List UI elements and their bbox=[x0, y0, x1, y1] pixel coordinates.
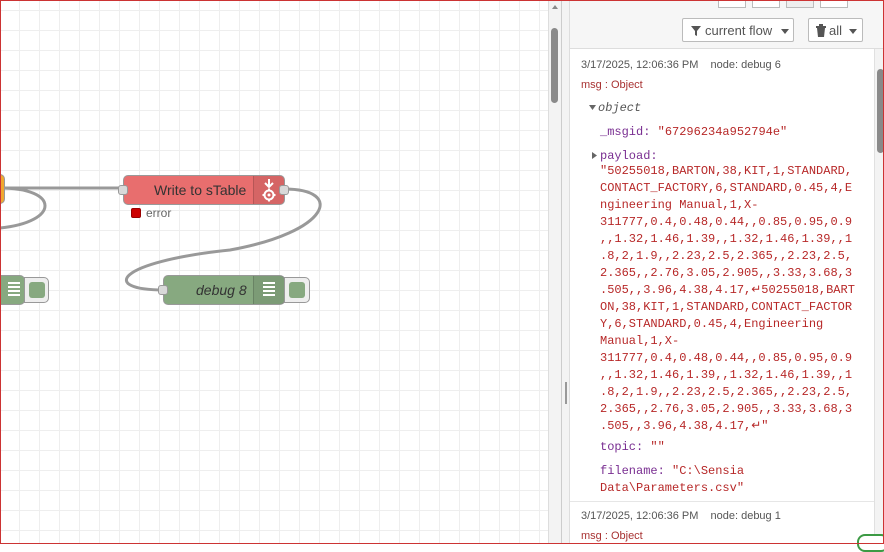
msgid-row: _msgid: "67296234a952794e" bbox=[600, 125, 787, 139]
payload-line: 311777,0.4,0.48,0.44,,0.85,0.95,0.9 bbox=[600, 351, 853, 365]
message-meta: 3/17/2025, 12:06:36 PM node: debug 1 bbox=[581, 510, 781, 522]
payload-line: 311777,0.4,0.48,0.44,,0.85,0.95,0.9 bbox=[600, 215, 853, 229]
chevron-down-icon bbox=[781, 29, 789, 34]
sidebar-tab[interactable] bbox=[752, 0, 780, 8]
write-node-input-port[interactable] bbox=[118, 185, 128, 195]
filename-value[interactable]: "C:\Sensia bbox=[672, 464, 745, 478]
error-status-dot bbox=[131, 208, 141, 218]
topic-row: topic: "" bbox=[600, 440, 665, 454]
sidebar-splitter[interactable] bbox=[561, 0, 570, 544]
caret-down-icon bbox=[589, 105, 596, 110]
write-to-stable-node[interactable]: Write to sTable bbox=[123, 175, 285, 205]
message-node-link[interactable]: node: debug 1 bbox=[710, 510, 781, 522]
clear-label: all bbox=[829, 23, 843, 38]
flow-canvas[interactable]: Write to sTable error debug bbox=[0, 0, 548, 544]
filename-row: filename: "C:\Sensia Data\Parameters.csv… bbox=[600, 463, 744, 497]
sidebar-scroll-thumb[interactable] bbox=[877, 69, 884, 153]
debug-node-label: debug 8 bbox=[196, 282, 247, 298]
payload-line: .8,2,1.9,,2.23,2.5,2.365,,2.23,2.5, bbox=[600, 249, 853, 263]
debug-toolbar: current flow all bbox=[570, 0, 884, 49]
payload-line: Y,6,STANDARD,0.45,4,Engineering bbox=[600, 317, 824, 331]
list-icon bbox=[263, 282, 275, 298]
message-divider bbox=[570, 501, 874, 502]
sidebar-tab[interactable] bbox=[718, 0, 746, 8]
topic-key: topic: bbox=[600, 440, 644, 454]
topic-value[interactable]: "" bbox=[650, 440, 665, 454]
scroll-up-arrow-icon[interactable] bbox=[549, 0, 561, 12]
payload-line: CONTACT_FACTORY,6,STANDARD,0.45,4,E bbox=[600, 181, 853, 195]
filter-current-flow-dropdown[interactable]: current flow bbox=[682, 18, 794, 42]
object-label: object bbox=[598, 101, 642, 115]
debug-8-node[interactable]: debug 8 bbox=[163, 275, 285, 305]
filter-label: current flow bbox=[705, 23, 773, 38]
payload-line: "50255018,BARTON,38,KIT,1,STANDARD, bbox=[600, 164, 853, 178]
sidebar-tab-active[interactable] bbox=[786, 0, 814, 8]
trash-icon bbox=[816, 24, 826, 37]
message-meta: 3/17/2025, 12:06:36 PM node: debug 6 bbox=[581, 59, 781, 71]
debug-list-icon-area bbox=[253, 276, 284, 304]
chevron-down-icon bbox=[849, 29, 857, 34]
notification-badge[interactable] bbox=[857, 534, 884, 552]
sidebar-scrollbar[interactable] bbox=[874, 49, 884, 544]
msgid-value[interactable]: "67296234a952794e" bbox=[657, 125, 788, 139]
payload-line: .505,,3.96,4.38,4.17,↵50255018,BART bbox=[600, 283, 855, 297]
filename-value-cont[interactable]: Data\Parameters.csv" bbox=[600, 481, 745, 495]
debug-8-toggle-button[interactable] bbox=[284, 277, 310, 303]
debug-node-partial[interactable] bbox=[0, 275, 25, 305]
message-topic: msg : Object bbox=[581, 79, 643, 91]
sidebar-tab[interactable] bbox=[820, 0, 848, 8]
message-timestamp: 3/17/2025, 12:06:36 PM bbox=[581, 510, 699, 522]
filename-key: filename: bbox=[600, 464, 665, 478]
message-node-link[interactable]: node: debug 6 bbox=[710, 59, 781, 71]
payload-line: ,,1.32,1.46,1.39,,1.32,1.46,1.39,,1 bbox=[600, 368, 853, 382]
message-timestamp: 3/17/2025, 12:06:36 PM bbox=[581, 59, 699, 71]
function-node-partial[interactable] bbox=[0, 174, 5, 204]
msgid-key: _msgid: bbox=[600, 125, 651, 139]
wires bbox=[0, 186, 322, 292]
canvas-vertical-scrollbar[interactable] bbox=[548, 0, 561, 544]
list-icon bbox=[8, 282, 20, 298]
caret-right-icon bbox=[592, 152, 597, 159]
canvas-scroll-thumb[interactable] bbox=[551, 28, 558, 103]
write-node-label: Write to sTable bbox=[154, 182, 247, 198]
clear-all-dropdown[interactable]: all bbox=[808, 18, 863, 42]
debug-messages-list: 3/17/2025, 12:06:36 PM node: debug 6 msg… bbox=[570, 49, 874, 544]
payload-line: Manual,1,X- bbox=[600, 334, 680, 348]
database-write-icon bbox=[262, 179, 276, 202]
node-icon-area bbox=[253, 176, 284, 204]
wire-orange-lower bbox=[0, 186, 47, 230]
debug-toggle-partial[interactable] bbox=[24, 277, 49, 303]
write-node-output-port[interactable] bbox=[279, 185, 289, 195]
filter-icon bbox=[691, 26, 701, 36]
debug-8-input-port[interactable] bbox=[158, 285, 168, 295]
payload-line: ngineering Manual,1,X- bbox=[600, 198, 759, 212]
payload-line: 2.365,,2.76,3.05,2.905,,3.33,3.68,3 bbox=[600, 266, 853, 280]
payload-line: .505,,3.96,4.38,4.17,↵" bbox=[600, 419, 769, 433]
splitter-grip[interactable] bbox=[565, 382, 567, 404]
payload-key: payload: bbox=[600, 149, 658, 163]
wire-write-to-debug bbox=[124, 187, 322, 292]
payload-line: ,,1.32,1.46,1.39,,1.32,1.46,1.39,,1 bbox=[600, 232, 853, 246]
message-topic: msg : Object bbox=[581, 530, 643, 542]
payload-line: .8,2,1.9,,2.23,2.5,2.365,,2.23,2.5, bbox=[600, 385, 853, 399]
error-status-text: error bbox=[146, 206, 172, 220]
debug-sidebar: current flow all 3/17/2025, 12:06:36 PM … bbox=[569, 0, 884, 544]
payload-line: ON,38,KIT,1,STANDARD,CONTACT_FACTOR bbox=[600, 300, 853, 314]
payload-line: 2.365,,2.76,3.05,2.905,,3.33,3.68,3 bbox=[600, 402, 853, 416]
payload-value[interactable]: "50255018,BARTON,38,KIT,1,STANDARD, CONT… bbox=[600, 163, 856, 435]
